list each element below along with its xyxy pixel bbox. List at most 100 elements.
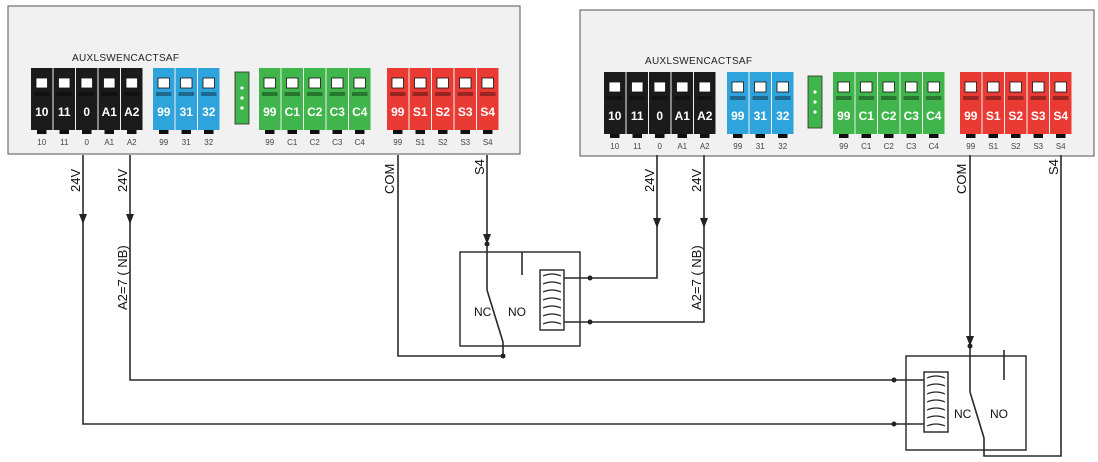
wire-right-s4 [983, 155, 1062, 457]
terminal-under-label: 99 [966, 142, 975, 151]
terminal-screw [180, 77, 193, 89]
connector-pin [813, 110, 817, 114]
terminal-slot [124, 92, 140, 96]
relay-middle-nc-label: NC [474, 305, 492, 319]
terminal-pin [310, 130, 320, 134]
terminal-label: 32 [202, 105, 216, 119]
terminal-under-label: 99 [839, 142, 848, 151]
terminal-label: S2 [435, 105, 450, 119]
terminal-slot [284, 92, 300, 96]
terminal-pin [610, 134, 620, 138]
coil-turn [542, 273, 562, 277]
terminal-pin [127, 130, 137, 134]
terminal-green-2 [878, 72, 900, 134]
wire-left-com [397, 155, 504, 357]
terminal-label: 99 [263, 105, 277, 119]
controller-left-terminals: 1010111100A1A1A2A29999313132329999C1C1C2… [31, 68, 499, 147]
terminal-label: 31 [754, 109, 768, 123]
terminal-red-4 [477, 68, 499, 130]
label-left-a2-note: A2=7 ( NB) [115, 245, 130, 310]
terminal-slot [435, 92, 451, 96]
terminal-slot [775, 96, 791, 100]
terminal-slot [881, 96, 897, 100]
relay-right-coil-winding [926, 375, 946, 427]
terminal-slot [329, 92, 345, 96]
terminal-label: 99 [731, 109, 745, 123]
terminal-black-2 [649, 72, 671, 134]
terminal-under-label: C1 [861, 142, 872, 151]
relay-middle-node-d [587, 319, 593, 325]
terminal-pin [37, 130, 47, 134]
terminal-label: A1 [675, 109, 691, 123]
terminal-pin [677, 134, 687, 138]
terminal-slot [730, 96, 746, 100]
terminal-under-label: A1 [677, 142, 687, 151]
relay-right-no-label: NO [990, 407, 1008, 421]
terminal-slot [607, 96, 623, 100]
terminal-label: C2 [307, 105, 323, 119]
arrow-left-24v [79, 214, 87, 224]
terminal-screw [882, 81, 895, 93]
terminal-slot [1030, 96, 1046, 100]
terminal-label: S4 [480, 105, 495, 119]
terminal-pin [483, 130, 493, 134]
terminal-label: C1 [859, 109, 875, 123]
coil-turn [542, 305, 562, 309]
terminal-pin [181, 130, 191, 134]
terminal-red-0 [960, 72, 982, 134]
terminal-green-3 [326, 68, 348, 130]
terminal-screw [414, 77, 427, 89]
terminal-under-label: S2 [1011, 142, 1021, 151]
terminal-slot [674, 96, 690, 100]
terminal-under-label: S1 [415, 138, 425, 147]
terminal-slot [1053, 96, 1069, 100]
terminal-blue-0 [153, 68, 175, 130]
relay-right-node-c [967, 343, 973, 349]
terminal-blue-1 [749, 72, 771, 134]
terminal-under-label: A2 [700, 142, 710, 151]
terminal-screw [459, 77, 472, 89]
controller-left-model: AUXLSWENCACTSAF [72, 53, 179, 64]
terminal-under-label: C3 [906, 142, 917, 151]
relay-right-box [905, 355, 1027, 451]
terminal-green-4 [923, 72, 945, 134]
connector-pin [240, 106, 244, 110]
terminal-slot [457, 92, 473, 96]
relay-middle-node-a [484, 241, 490, 247]
terminal-slot [652, 96, 668, 100]
terminal-slot [1008, 96, 1024, 100]
terminal-pin [393, 130, 403, 134]
terminal-slot [178, 92, 194, 96]
terminal-screw [631, 81, 644, 93]
terminal-under-label: S2 [438, 138, 448, 147]
terminal-red-2 [432, 68, 454, 130]
terminal-pin [1056, 134, 1066, 138]
terminal-label: S3 [458, 105, 473, 119]
coil-turn [542, 289, 562, 293]
terminal-label: 0 [656, 109, 663, 123]
terminal-under-label: 99 [265, 138, 274, 147]
terminal-green-0 [259, 68, 281, 130]
terminal-pin [733, 134, 743, 138]
terminal-screw [860, 81, 873, 93]
terminal-pin [104, 130, 114, 134]
terminal-label: C4 [926, 109, 942, 123]
terminal-pin [415, 130, 425, 134]
terminal-screw [331, 77, 344, 89]
terminal-label: 0 [83, 105, 90, 119]
terminal-label: S3 [1031, 109, 1046, 123]
terminal-pin [700, 134, 710, 138]
terminal-slot [34, 92, 50, 96]
label-left-24v-b: 24V [115, 169, 130, 192]
terminal-slot [926, 96, 942, 100]
terminal-screw [35, 77, 48, 89]
terminal-blue-2 [198, 68, 220, 130]
terminal-slot [352, 92, 368, 96]
terminal-pin [632, 134, 642, 138]
terminal-screw [202, 77, 215, 89]
terminal-pin [1011, 134, 1021, 138]
arrow-left-a2 [126, 214, 134, 224]
terminal-label: S2 [1008, 109, 1023, 123]
terminal-red-0 [387, 68, 409, 130]
terminal-under-label: 99 [393, 138, 402, 147]
